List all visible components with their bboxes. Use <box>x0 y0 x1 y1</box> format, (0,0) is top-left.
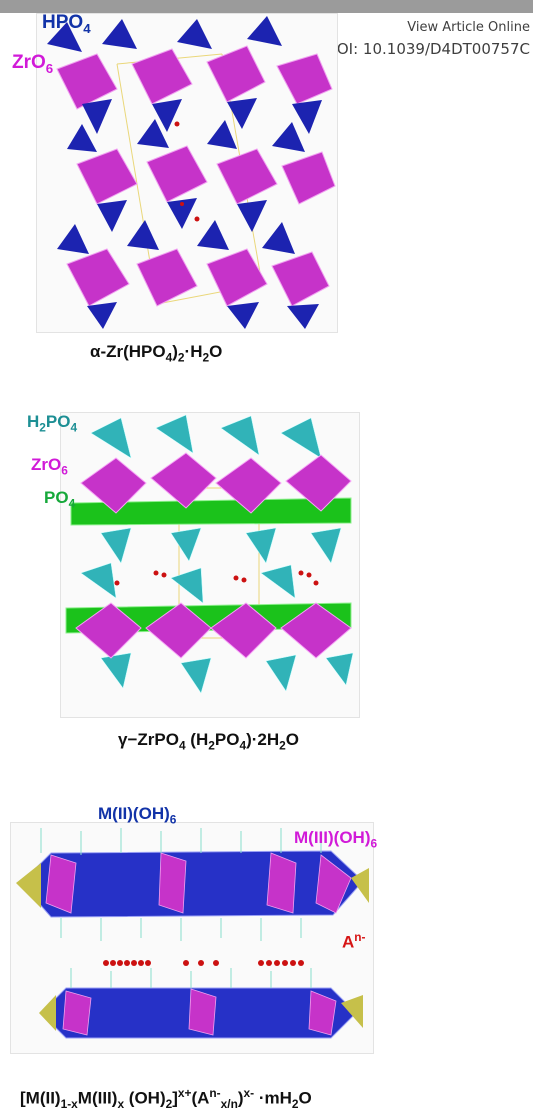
caption-gamma-zrp: γ−ZrPO4 (H2PO4)·2H2O <box>118 730 299 753</box>
alpha-zrp-structure-image <box>36 13 338 333</box>
gamma-zrp-structure-image <box>60 412 360 718</box>
doi-link[interactable]: DOI: 10.1039/D4DT00757C <box>325 40 530 58</box>
label-m2-oh6: M(II)(OH)6 <box>98 804 177 827</box>
view-article-online-link[interactable]: View Article Online <box>407 20 530 35</box>
ldh-structure-image <box>10 822 374 1054</box>
alpha-layer-1 <box>47 16 333 134</box>
label-anion: An- <box>342 930 366 952</box>
caption-alpha-zrp: α-Zr(HPO4)2·H2O <box>90 342 223 365</box>
top-bar <box>0 0 533 13</box>
label-zro6-gamma: ZrO6 <box>31 455 68 478</box>
label-zro6: ZrO6 <box>12 52 54 76</box>
label-po4: PO4 <box>44 488 76 511</box>
caption-ldh-formula: [M(II)1-xM(III)x (OH)2]x+(An-x/n)x- ·mH2… <box>20 1086 312 1112</box>
label-hpo4: HPO4 <box>42 12 91 36</box>
label-m3-oh6: M(III)(OH)6 <box>294 828 378 851</box>
alpha-layer-2 <box>67 119 336 232</box>
label-h2po4: H2PO4 <box>27 412 78 435</box>
hydroxyl-sticks-bottom <box>70 968 312 988</box>
hydroxyl-sticks-top <box>40 828 322 941</box>
alpha-layer-3 <box>57 220 330 329</box>
water-molecules <box>174 121 200 222</box>
